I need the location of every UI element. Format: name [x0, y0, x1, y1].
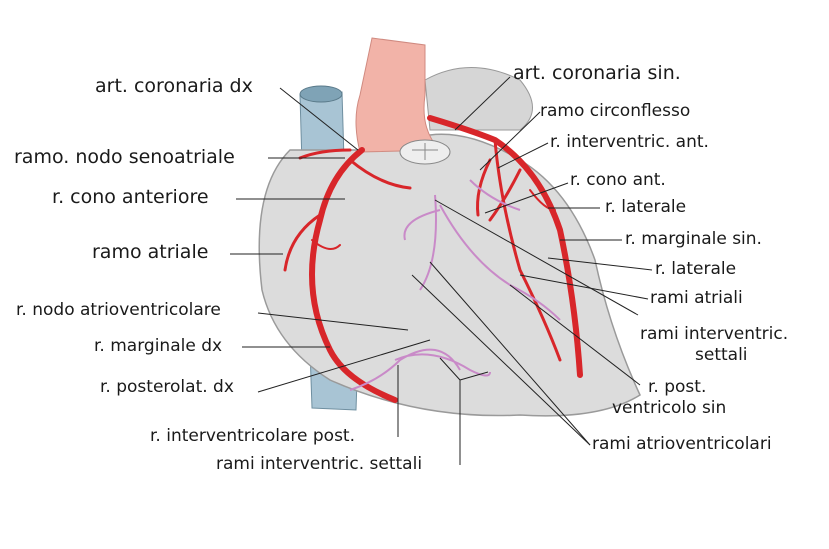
label-rami-interventric-settali-2: settali — [695, 345, 748, 365]
label-r-laterale-2: r. laterale — [655, 259, 737, 279]
left-coronary-artery — [427, 115, 583, 378]
label-rami-interventric-settali-1: rami interventric. — [640, 324, 789, 344]
label-r-marginale-dx: r. marginale dx — [94, 336, 223, 356]
right-coronary-artery — [309, 147, 398, 403]
label-ramo-atriale: ramo atriale — [92, 241, 209, 263]
label-r-cono-ant: r. cono ant. — [570, 170, 666, 190]
label-r-post-ventricolo-sin-1: r. post. — [648, 377, 707, 397]
label-ramo-nodo-senoatriale: ramo. nodo senoatriale — [14, 146, 235, 168]
label-r-interventricolare-post: r. interventricolare post. — [150, 426, 356, 446]
label-r-posterolat-dx: r. posterolat. dx — [100, 377, 234, 397]
label-r-nodo-atrioventricolare: r. nodo atrioventricolare — [16, 300, 221, 320]
leader-lines — [230, 76, 653, 465]
label-r-interventric-ant: r. interventric. ant. — [550, 132, 709, 152]
label-ramo-circonflesso: ramo circonflesso — [540, 101, 691, 121]
label-art-coronaria-dx: art. coronaria dx — [95, 75, 253, 97]
label-art-coronaria-sin: art. coronaria sin. — [513, 62, 681, 84]
label-r-post-ventricolo-sin-2: ventricolo sin — [612, 398, 727, 418]
label-rami-atriali: rami atriali — [650, 288, 743, 308]
label-r-cono-anteriore: r. cono anteriore — [52, 186, 209, 208]
label-r-marginale-sin: r. marginale sin. — [625, 229, 762, 249]
label-r-laterale-1: r. laterale — [605, 197, 687, 217]
label-rami-atrioventricolari: rami atrioventricolari — [592, 434, 772, 454]
label-rami-interventric-settali-bottom: rami interventric. settali — [216, 454, 423, 474]
